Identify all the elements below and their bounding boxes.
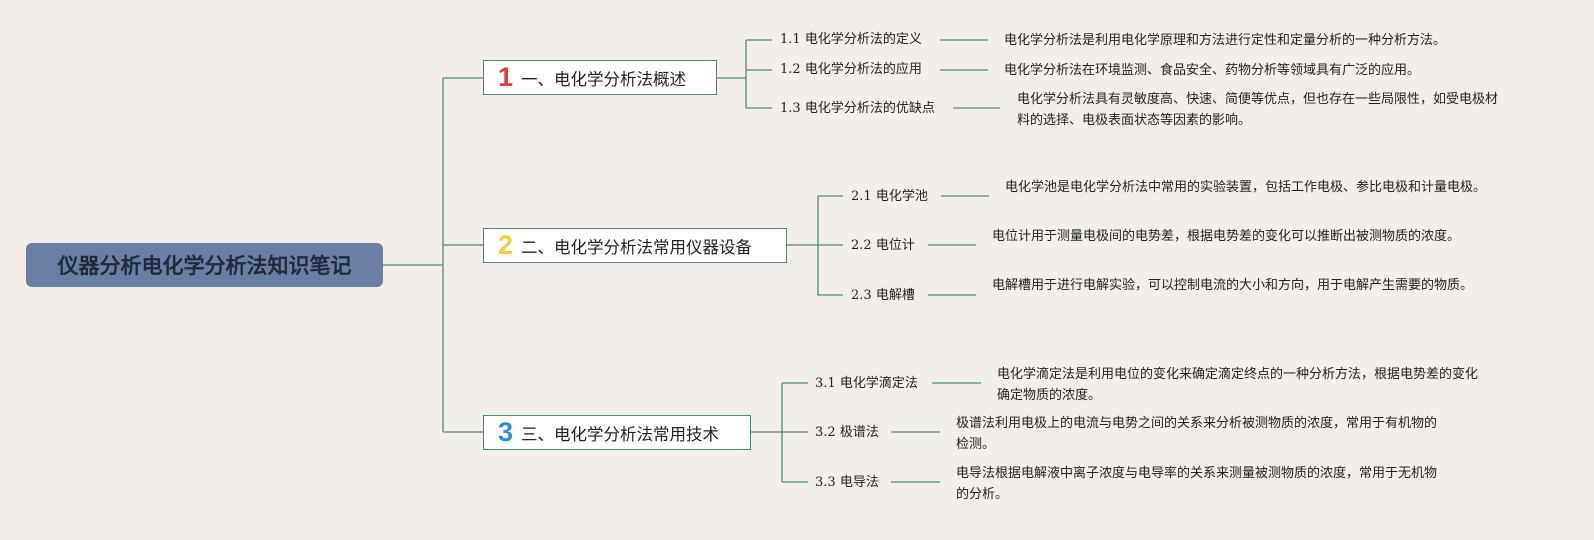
subtopic-3-3[interactable]: 3.3 电导法 — [815, 474, 879, 492]
subtopic-index: 2.2 — [851, 238, 872, 253]
subtopic-label: 电位计 — [875, 238, 915, 253]
subtopic-index: 1.1 — [780, 32, 801, 47]
number-3-icon: 3 — [498, 417, 514, 447]
note-3-1: 电化学滴定法是利用电位的变化来确定滴定终点的一种分析方法，根据电势差的变化确定物… — [997, 367, 1479, 403]
subtopic-1-2[interactable]: 1.2 电化学分析法的应用 — [780, 61, 922, 79]
subtopic-label: 电化学分析法的优缺点 — [804, 101, 935, 116]
note-1-2: 电化学分析法在环境监测、食品安全、药物分析等领域具有广泛的应用。 — [1004, 63, 1421, 78]
subtopic-label: 电化学滴定法 — [839, 376, 918, 391]
branch-1[interactable]: 1 一、电化学分析法概述 — [483, 60, 717, 95]
subtopic-index: 3.2 — [815, 425, 836, 440]
subtopic-label: 电解槽 — [875, 288, 915, 303]
number-2-icon: 2 — [498, 230, 514, 260]
branch-1-label: 一、电化学分析法概述 — [521, 69, 687, 89]
note-3-3: 电导法根据电解液中离子浓度与电导率的关系来测量被测物质的浓度，常用于无机物的分析… — [956, 466, 1438, 502]
subtopic-index: 1.3 — [780, 101, 801, 116]
root-title: 仪器分析电化学分析法知识笔记 — [57, 254, 352, 278]
subtopic-3-1[interactable]: 3.1 电化学滴定法 — [815, 375, 918, 393]
subtopic-index: 2.1 — [851, 189, 872, 204]
branch-3-label: 三、电化学分析法常用技术 — [521, 424, 720, 444]
subtopic-2-3[interactable]: 2.3 电解槽 — [851, 287, 915, 305]
branch-2-label: 二、电化学分析法常用仪器设备 — [521, 237, 753, 257]
number-1-icon: 1 — [498, 62, 514, 92]
branch-3[interactable]: 3 三、电化学分析法常用技术 — [483, 415, 751, 450]
subtopic-3-2[interactable]: 3.2 极谱法 — [815, 424, 879, 442]
subtopic-label: 电化学池 — [875, 189, 928, 204]
subtopic-index: 3.1 — [815, 376, 836, 391]
subtopic-2-1[interactable]: 2.1 电化学池 — [851, 188, 928, 206]
subtopic-label: 电化学分析法的应用 — [804, 62, 922, 77]
subtopic-2-2[interactable]: 2.2 电位计 — [851, 237, 915, 255]
root-topic[interactable]: 仪器分析电化学分析法知识笔记 — [26, 243, 383, 287]
note-2-1: 电化学池是电化学分析法中常用的实验装置，包括工作电极、参比电极和计量电极。 — [1005, 180, 1487, 195]
note-1-1: 电化学分析法是利用电化学原理和方法进行定性和定量分析的一种分析方法。 — [1004, 33, 1447, 48]
note-1-3: 电化学分析法具有灵敏度高、快速、简便等优点，但也存在一些局限性，如受电极材料的选… — [1017, 92, 1499, 128]
subtopic-index: 1.2 — [780, 62, 801, 77]
note-2-2: 电位计用于测量电极间的电势差，根据电势差的变化可以推断出被测物质的浓度。 — [992, 229, 1461, 244]
subtopic-index: 2.3 — [851, 288, 872, 303]
subtopic-index: 3.3 — [815, 475, 836, 490]
subtopic-1-3[interactable]: 1.3 电化学分析法的优缺点 — [780, 100, 935, 118]
subtopic-1-1[interactable]: 1.1 电化学分析法的定义 — [780, 31, 922, 49]
subtopic-label: 电化学分析法的定义 — [804, 32, 922, 47]
subtopic-label: 电导法 — [839, 475, 879, 490]
branch-2[interactable]: 2 二、电化学分析法常用仪器设备 — [483, 228, 787, 263]
subtopic-label: 极谱法 — [839, 425, 879, 440]
note-3-2: 极谱法利用电极上的电流与电势之间的关系来分析被测物质的浓度，常用于有机物的检测。 — [956, 416, 1438, 452]
note-2-3: 电解槽用于进行电解实验，可以控制电流的大小和方向，用于电解产生需要的物质。 — [992, 278, 1474, 293]
